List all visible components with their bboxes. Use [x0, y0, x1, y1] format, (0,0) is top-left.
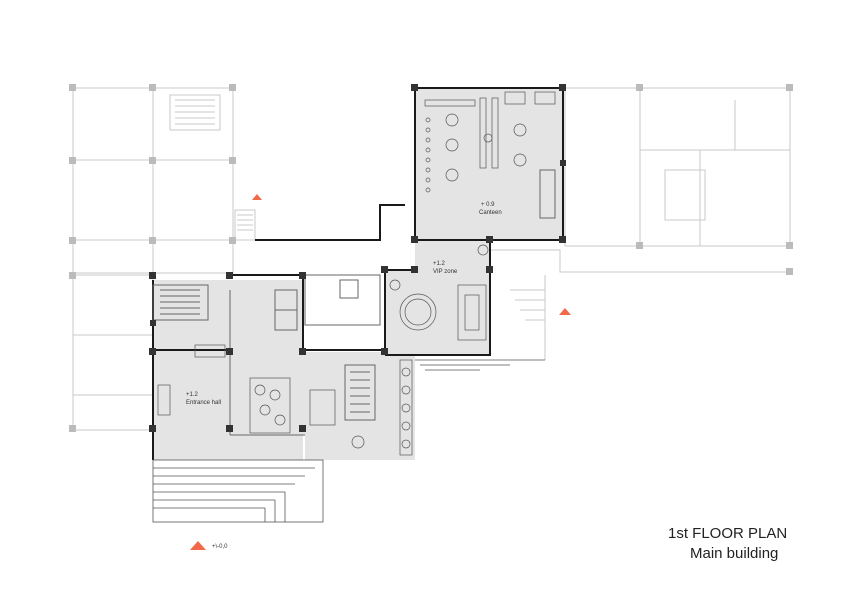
- section-marker-triangle: [252, 194, 262, 200]
- entrance-steps: [152, 359, 545, 523]
- room-labels: + 0.9 Canteen +1.2 VIP zone +1.2 Entranc…: [186, 202, 502, 550]
- plan-subtitle: Main building: [690, 545, 779, 562]
- columns: [149, 84, 566, 432]
- vip-label: VIP zone: [433, 269, 458, 275]
- hall-level: +1.2: [186, 392, 199, 398]
- interior-walls: [152, 169, 556, 436]
- section-markers: [190, 194, 571, 550]
- hall-furniture: [157, 344, 413, 456]
- canteen-level: + 0.9: [481, 202, 495, 208]
- vip-level: +1.2: [433, 261, 446, 267]
- canteen-furniture: [424, 91, 556, 193]
- vip-furniture: [389, 244, 489, 341]
- ground-level: +\-0,0: [212, 544, 228, 550]
- hall-label: Entrance hall: [186, 400, 221, 406]
- section-marker-triangle: [190, 541, 206, 550]
- section-marker-triangle: [559, 308, 571, 315]
- floor-fills: [153, 88, 563, 460]
- faded-columns: [69, 84, 793, 432]
- east-wing-outline: [480, 87, 791, 360]
- canteen-label: Canteen: [479, 210, 502, 216]
- plan-title: 1st FLOOR PLAN: [668, 525, 788, 542]
